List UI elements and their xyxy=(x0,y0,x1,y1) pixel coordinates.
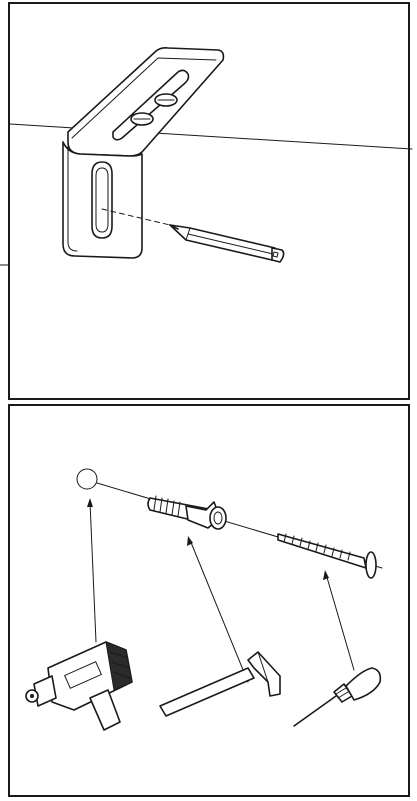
screw xyxy=(278,534,376,578)
panel-fixing-tools xyxy=(8,404,410,797)
hammer xyxy=(160,652,280,716)
screwdriver xyxy=(294,668,380,726)
arrow-hammer-to-plug xyxy=(187,536,248,682)
panel-mark-drill-point xyxy=(8,2,410,400)
power-drill xyxy=(26,642,132,730)
arrow-screwdriver-to-screw xyxy=(323,570,354,670)
drill-hole-marker xyxy=(77,469,97,489)
arrow-drill-to-hole xyxy=(87,498,96,642)
pencil xyxy=(170,225,284,262)
panel-fixing-tools-drawing xyxy=(10,406,412,799)
wall-plug xyxy=(148,496,226,529)
panel-mark-drill-point-drawing xyxy=(10,4,412,402)
angle-bracket xyxy=(63,48,223,258)
